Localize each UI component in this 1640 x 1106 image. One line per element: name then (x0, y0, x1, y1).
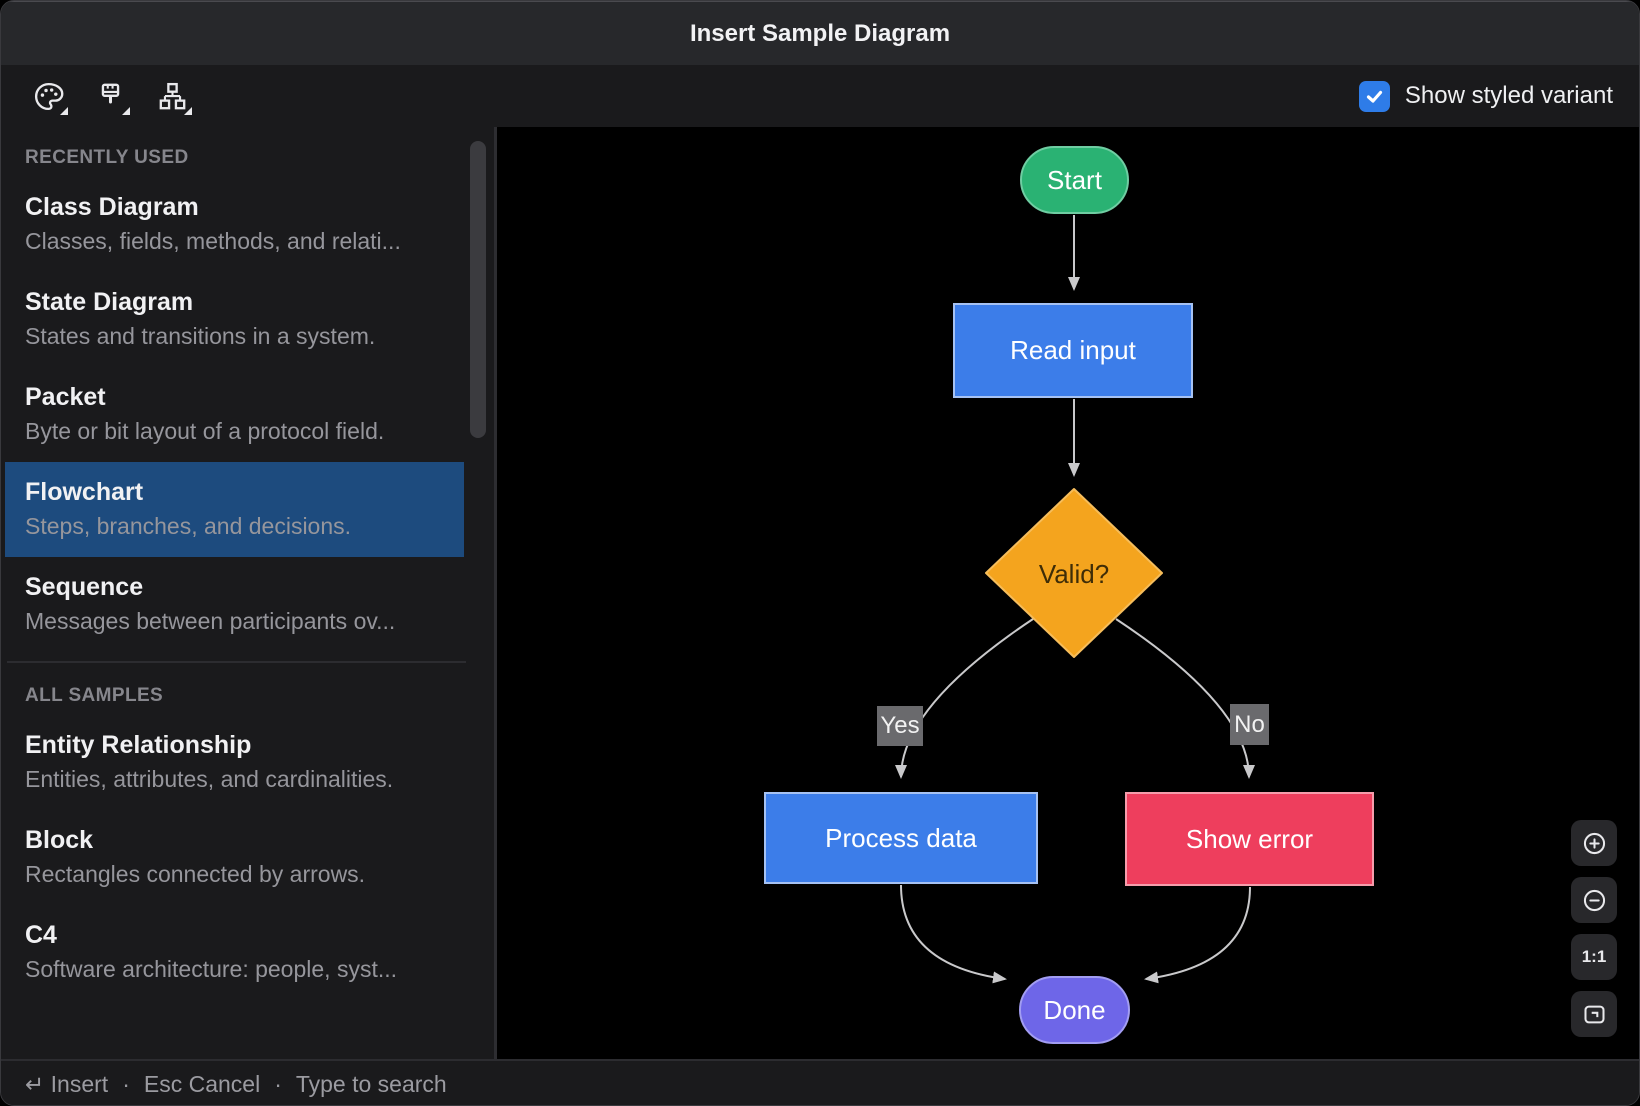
dropdown-corner-icon (122, 107, 130, 115)
item-desc: Entities, attributes, and cardinalities. (25, 765, 440, 793)
dialog-title: Insert Sample Diagram (690, 20, 950, 48)
footer-separator: · (274, 1071, 282, 1098)
show-styled-variant-label: Show styled variant (1405, 82, 1613, 110)
palette-button[interactable] (27, 75, 69, 117)
edge-label-no: No (1230, 704, 1269, 745)
section-header-recently-used: RECENTLY USED (1, 127, 494, 177)
footer-search-hint: Type to search (296, 1071, 447, 1098)
style-tools (27, 75, 193, 117)
sidebar-item-flowchart[interactable]: Flowchart Steps, branches, and decisions… (5, 462, 464, 557)
item-desc: Rectangles connected by arrows. (25, 860, 440, 888)
fit-to-screen-icon (1581, 1001, 1608, 1028)
item-title: Block (25, 825, 440, 855)
flow-node-start: Start (1020, 146, 1129, 214)
footer-insert-hint: ↵ Insert (25, 1071, 108, 1098)
styled-variant-toggle: Show styled variant (1359, 81, 1613, 112)
sidebar-item-packet[interactable]: Packet Byte or bit layout of a protocol … (1, 367, 464, 462)
item-title: Flowchart (25, 477, 440, 507)
title-bar: Insert Sample Diagram (1, 1, 1639, 65)
edge-label-yes: Yes (877, 706, 923, 746)
samples-sidebar: RECENTLY USED Class Diagram Classes, fie… (1, 127, 497, 1059)
show-styled-variant-checkbox[interactable] (1359, 81, 1390, 112)
zoom-controls: 1:1 (1571, 820, 1617, 1037)
checkmark-icon (1365, 89, 1384, 104)
sidebar-item-state-diagram[interactable]: State Diagram States and transitions in … (1, 272, 464, 367)
flow-node-read-input: Read input (953, 303, 1193, 398)
sidebar-item-c4[interactable]: C4 Software architecture: people, syst..… (1, 905, 464, 1000)
flow-node-show-error: Show error (1125, 792, 1374, 886)
footer-hint-bar: ↵ Insert · Esc Cancel · Type to search (1, 1059, 1639, 1106)
item-title: Sequence (25, 572, 440, 602)
dropdown-corner-icon (184, 107, 192, 115)
flow-node-done: Done (1019, 976, 1130, 1044)
item-desc: Byte or bit layout of a protocol field. (25, 417, 440, 445)
sidebar-item-sequence[interactable]: Sequence Messages between participants o… (1, 557, 464, 652)
section-divider (7, 661, 466, 663)
toolbar: Show styled variant (1, 65, 1639, 127)
item-desc: States and transitions in a system. (25, 322, 440, 350)
footer-cancel-hint: Esc Cancel (144, 1071, 260, 1098)
item-desc: Steps, branches, and decisions. (25, 512, 440, 540)
item-title: Class Diagram (25, 192, 440, 222)
section-header-all-samples: ALL SAMPLES (1, 665, 494, 715)
flowchart-edges (497, 127, 1639, 1059)
item-desc: Messages between participants ov... (25, 607, 440, 635)
sidebar-item-class-diagram[interactable]: Class Diagram Classes, fields, methods, … (1, 177, 464, 272)
item-title: Entity Relationship (25, 730, 440, 760)
zoom-in-button[interactable] (1571, 820, 1617, 866)
zoom-out-button[interactable] (1571, 877, 1617, 923)
sidebar-item-block[interactable]: Block Rectangles connected by arrows. (1, 810, 464, 905)
item-title: State Diagram (25, 287, 440, 317)
item-desc: Classes, fields, methods, and relati... (25, 227, 440, 255)
item-title: Packet (25, 382, 440, 412)
zoom-out-icon (1581, 887, 1608, 914)
diagram-preview: Start Read input Valid? Yes No Process d… (497, 127, 1639, 1059)
dialog-content: RECENTLY USED Class Diagram Classes, fie… (1, 127, 1639, 1059)
zoom-in-icon (1581, 830, 1608, 857)
flow-node-process-data: Process data (764, 792, 1038, 884)
dropdown-corner-icon (60, 107, 68, 115)
zoom-fit-button[interactable] (1571, 991, 1617, 1037)
item-desc: Software architecture: people, syst... (25, 955, 440, 983)
footer-separator: · (122, 1071, 130, 1098)
sidebar-item-entity-relationship[interactable]: Entity Relationship Entities, attributes… (1, 715, 464, 810)
item-title: C4 (25, 920, 440, 950)
flow-node-valid-label: Valid? (1004, 556, 1144, 592)
zoom-actual-size-button[interactable]: 1:1 (1571, 934, 1617, 980)
sidebar-scrollbar-thumb[interactable] (470, 141, 486, 438)
layout-button[interactable] (151, 75, 193, 117)
brush-button[interactable] (89, 75, 131, 117)
